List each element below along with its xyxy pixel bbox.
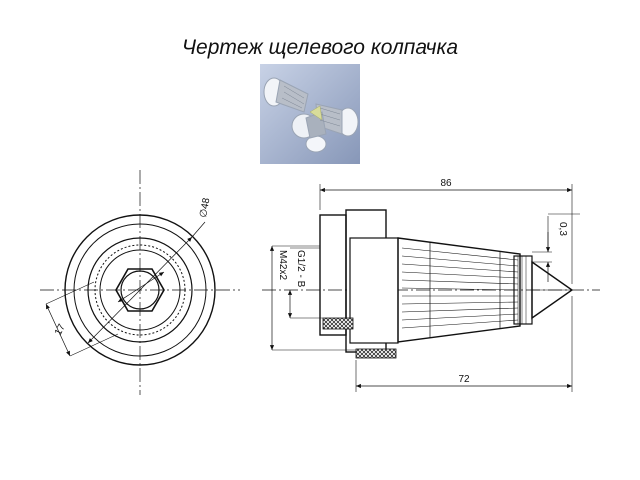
thread-metric-label: M42x2 xyxy=(277,250,288,280)
length-body-label: 72 xyxy=(458,374,470,385)
diameter-label: ∅48 xyxy=(198,197,212,219)
technical-drawing: ∅48 17 xyxy=(40,170,600,395)
slot-gap-label: 0,3 xyxy=(557,222,568,236)
page-title: Чертеж щелевого колпачка xyxy=(181,36,459,59)
length-total-label: 86 xyxy=(440,178,452,189)
side-view xyxy=(262,184,600,392)
thread-pipe-label: G1/2 - B xyxy=(295,250,306,288)
width-label: 17 xyxy=(53,322,68,337)
nozzle-caps-photo xyxy=(260,64,360,164)
front-view xyxy=(40,170,240,395)
